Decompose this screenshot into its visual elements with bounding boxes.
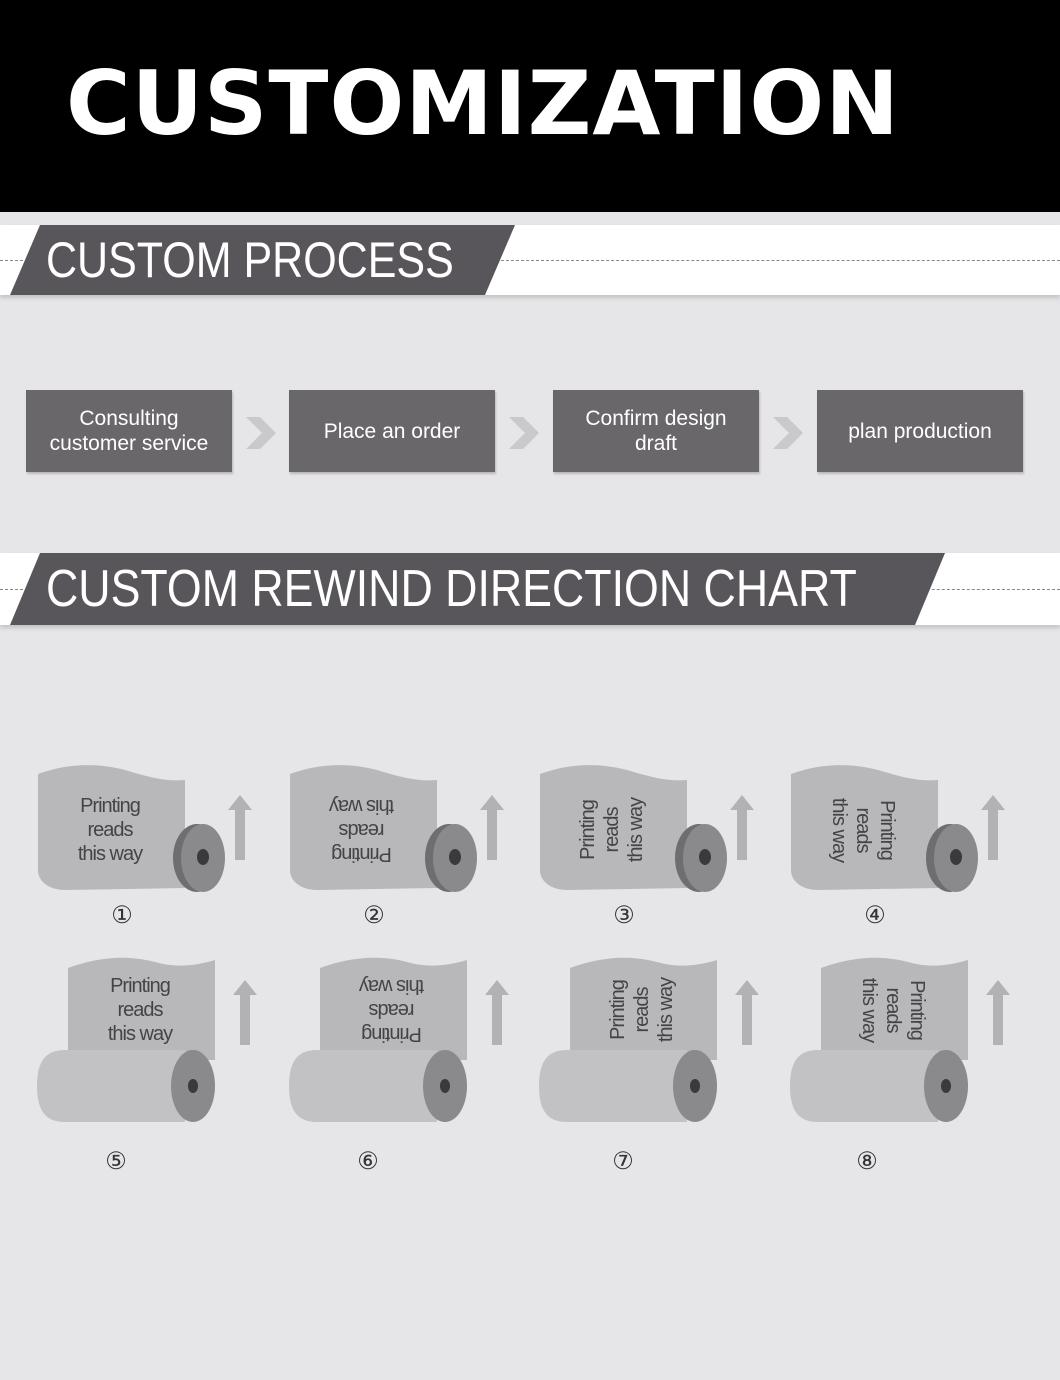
- arrow-up-icon: [730, 795, 754, 860]
- print-text-line: this way: [359, 975, 425, 997]
- option-number-label: ④: [864, 901, 886, 929]
- paper-roll-graphic: [540, 765, 754, 892]
- option-number: ⑧: [856, 1148, 878, 1175]
- page-title: CUSTOMIZATION: [66, 52, 900, 155]
- header-banner: CUSTOMIZATION: [0, 0, 1060, 212]
- option-number: ①: [111, 902, 133, 929]
- option-number-label: ①: [111, 901, 133, 929]
- print-text-line: Printing: [876, 800, 898, 860]
- step-label: Place an order: [323, 419, 461, 443]
- print-text-line: this way: [77, 843, 143, 865]
- print-text-line: Printing: [607, 980, 629, 1040]
- arrow-up-icon: [485, 980, 509, 1045]
- process-step: plan production: [817, 390, 1023, 472]
- print-text-line: reads: [852, 807, 874, 853]
- print-text-line: reads: [369, 999, 415, 1021]
- step-label: Consulting customer service: [49, 407, 209, 455]
- print-text-line: reads: [601, 807, 623, 853]
- section-plate: CUSTOM PROCESS: [10, 225, 515, 295]
- print-text-line: reads: [882, 987, 904, 1033]
- print-text-line: Printing: [80, 795, 141, 817]
- option-number: ③: [613, 902, 635, 929]
- option-number: ②: [363, 902, 385, 929]
- option-number-label: ⑥: [357, 1147, 379, 1175]
- print-text-line: Printing: [362, 1023, 422, 1045]
- section-header-process: CUSTOM PROCESS: [0, 225, 1060, 295]
- print-text-line: Printing: [906, 980, 928, 1040]
- chevron-right-icon: [773, 417, 803, 449]
- chevron-right-icon: [509, 417, 539, 449]
- print-text-line: this way: [107, 1023, 173, 1045]
- divider: [0, 260, 1060, 261]
- arrow-up-icon: [981, 795, 1005, 860]
- arrow-up-icon: [228, 795, 252, 860]
- arrow-up-icon: [735, 980, 759, 1045]
- option-number-label: ⑧: [856, 1147, 878, 1175]
- process-step: Consulting customer service: [26, 390, 232, 472]
- paper-roll-graphic: [289, 957, 509, 1122]
- paper-roll-graphic: [37, 957, 257, 1122]
- option-number-label: ③: [613, 901, 635, 929]
- option-number: ⑦: [612, 1148, 634, 1175]
- section-plate: CUSTOM REWIND DIRECTION CHART: [10, 553, 945, 625]
- arrow-up-icon: [480, 795, 504, 860]
- option-number: ④: [864, 902, 886, 929]
- print-text-line: Printing: [110, 975, 171, 997]
- print-text-line: this way: [625, 797, 647, 863]
- option-number-label: ②: [363, 901, 385, 929]
- print-text-line: this way: [329, 795, 395, 817]
- paper-roll-graphic: [290, 765, 504, 892]
- option-number: ⑥: [357, 1148, 379, 1175]
- step-label: Confirm design draft: [585, 407, 727, 455]
- arrow-up-icon: [233, 980, 257, 1045]
- print-text-line: reads: [339, 819, 385, 841]
- section-title: CUSTOM PROCESS: [46, 232, 454, 288]
- option-number-label: ⑦: [612, 1147, 634, 1175]
- print-text-line: Printing: [577, 800, 599, 860]
- chevron-right-icon: [246, 417, 276, 449]
- option-number-label: ⑤: [105, 1147, 127, 1175]
- paper-roll-graphic: [38, 765, 252, 892]
- paper-roll-graphic: [790, 957, 1010, 1122]
- section-title: CUSTOM REWIND DIRECTION CHART: [46, 560, 857, 618]
- print-text-line: reads: [631, 987, 653, 1033]
- print-text-line: this way: [858, 977, 880, 1043]
- step-label: plan production: [848, 419, 992, 443]
- print-text-line: Printing: [332, 843, 392, 865]
- process-step: Place an order: [289, 390, 495, 472]
- print-text-line: this way: [655, 977, 677, 1043]
- process-step: Confirm design draft: [553, 390, 759, 472]
- paper-roll-graphic: [539, 957, 759, 1122]
- option-number: ⑤: [105, 1148, 127, 1175]
- arrow-up-icon: [986, 980, 1010, 1045]
- print-text-line: reads: [87, 819, 133, 841]
- section-header-rewind: CUSTOM REWIND DIRECTION CHART: [0, 553, 1060, 625]
- print-text-line: this way: [828, 797, 850, 863]
- paper-roll-graphic: [791, 765, 1005, 892]
- print-text-line: reads: [117, 999, 163, 1021]
